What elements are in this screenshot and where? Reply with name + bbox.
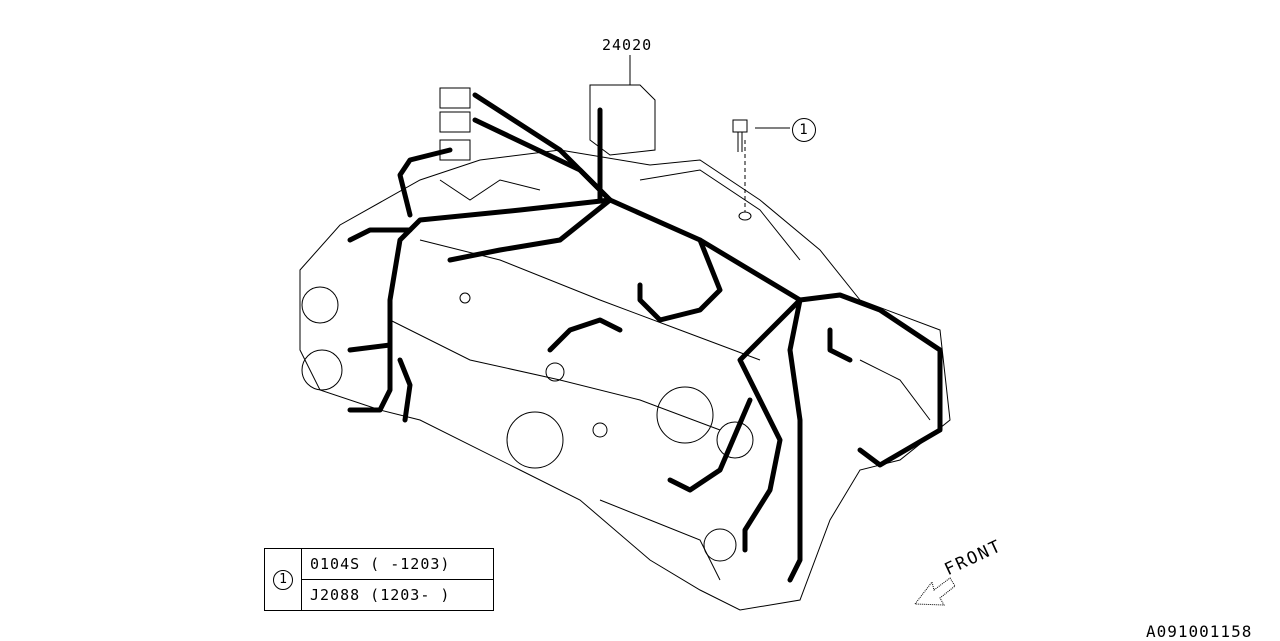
engine-outline <box>299 84 951 611</box>
front-arrow-icon <box>914 577 956 606</box>
bolt-icon <box>732 119 790 221</box>
legend-row: J2088 (1203- ) <box>302 579 493 610</box>
legend-ref-marker: 1 <box>273 569 293 590</box>
wire-harness <box>347 92 943 583</box>
legend-row: 0104S ( -1203) <box>310 555 451 573</box>
legend-ref-cell: 1 <box>265 549 302 610</box>
parts-legend-table: 1 0104S ( -1203) J2088 (1203- ) <box>264 548 494 611</box>
part-number-label: 24020 <box>602 36 653 54</box>
diagram-code: A091001158 <box>1146 622 1253 641</box>
callout-marker: 1 <box>792 118 816 142</box>
